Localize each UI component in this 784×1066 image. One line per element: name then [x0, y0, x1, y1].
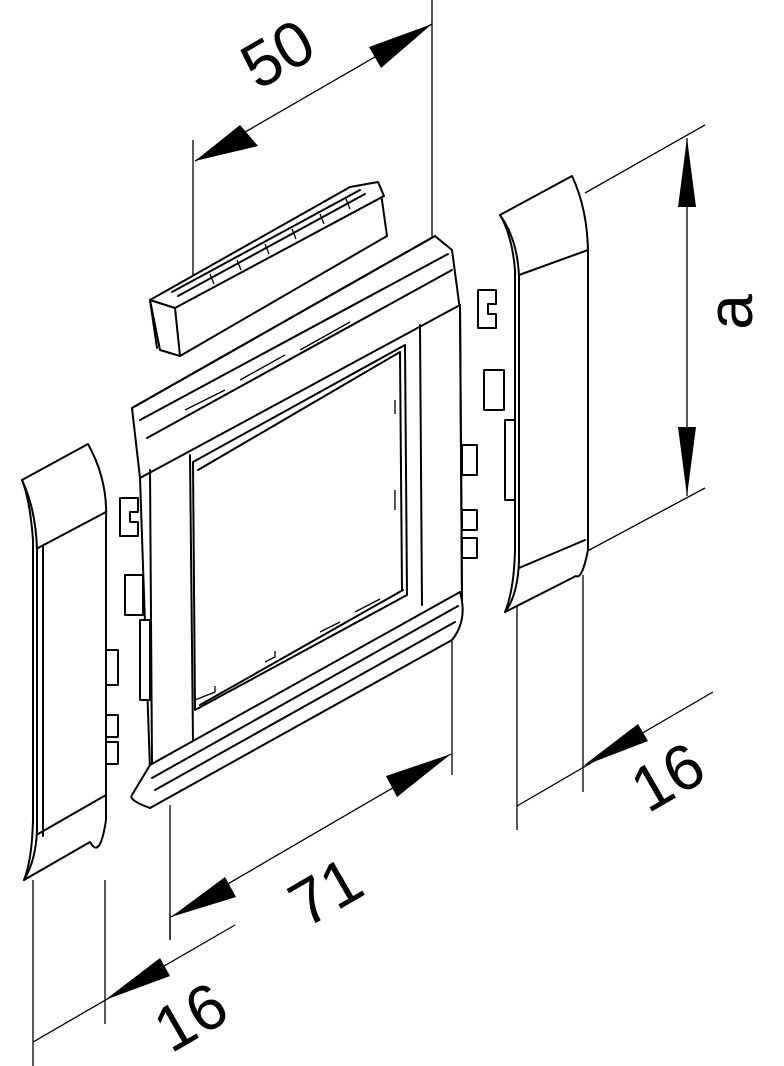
center-frame [119, 235, 478, 809]
dimension-a [579, 124, 706, 556]
dimension-label-a: a [693, 294, 766, 330]
top-cover-strip [149, 181, 388, 357]
left-end-cap [21, 443, 119, 881]
dimension-16-left [32, 880, 236, 1066]
dimension-50 [192, 0, 433, 300]
dimension-71 [169, 640, 453, 940]
dimension-16-right [516, 575, 714, 830]
right-end-cap [477, 175, 589, 613]
